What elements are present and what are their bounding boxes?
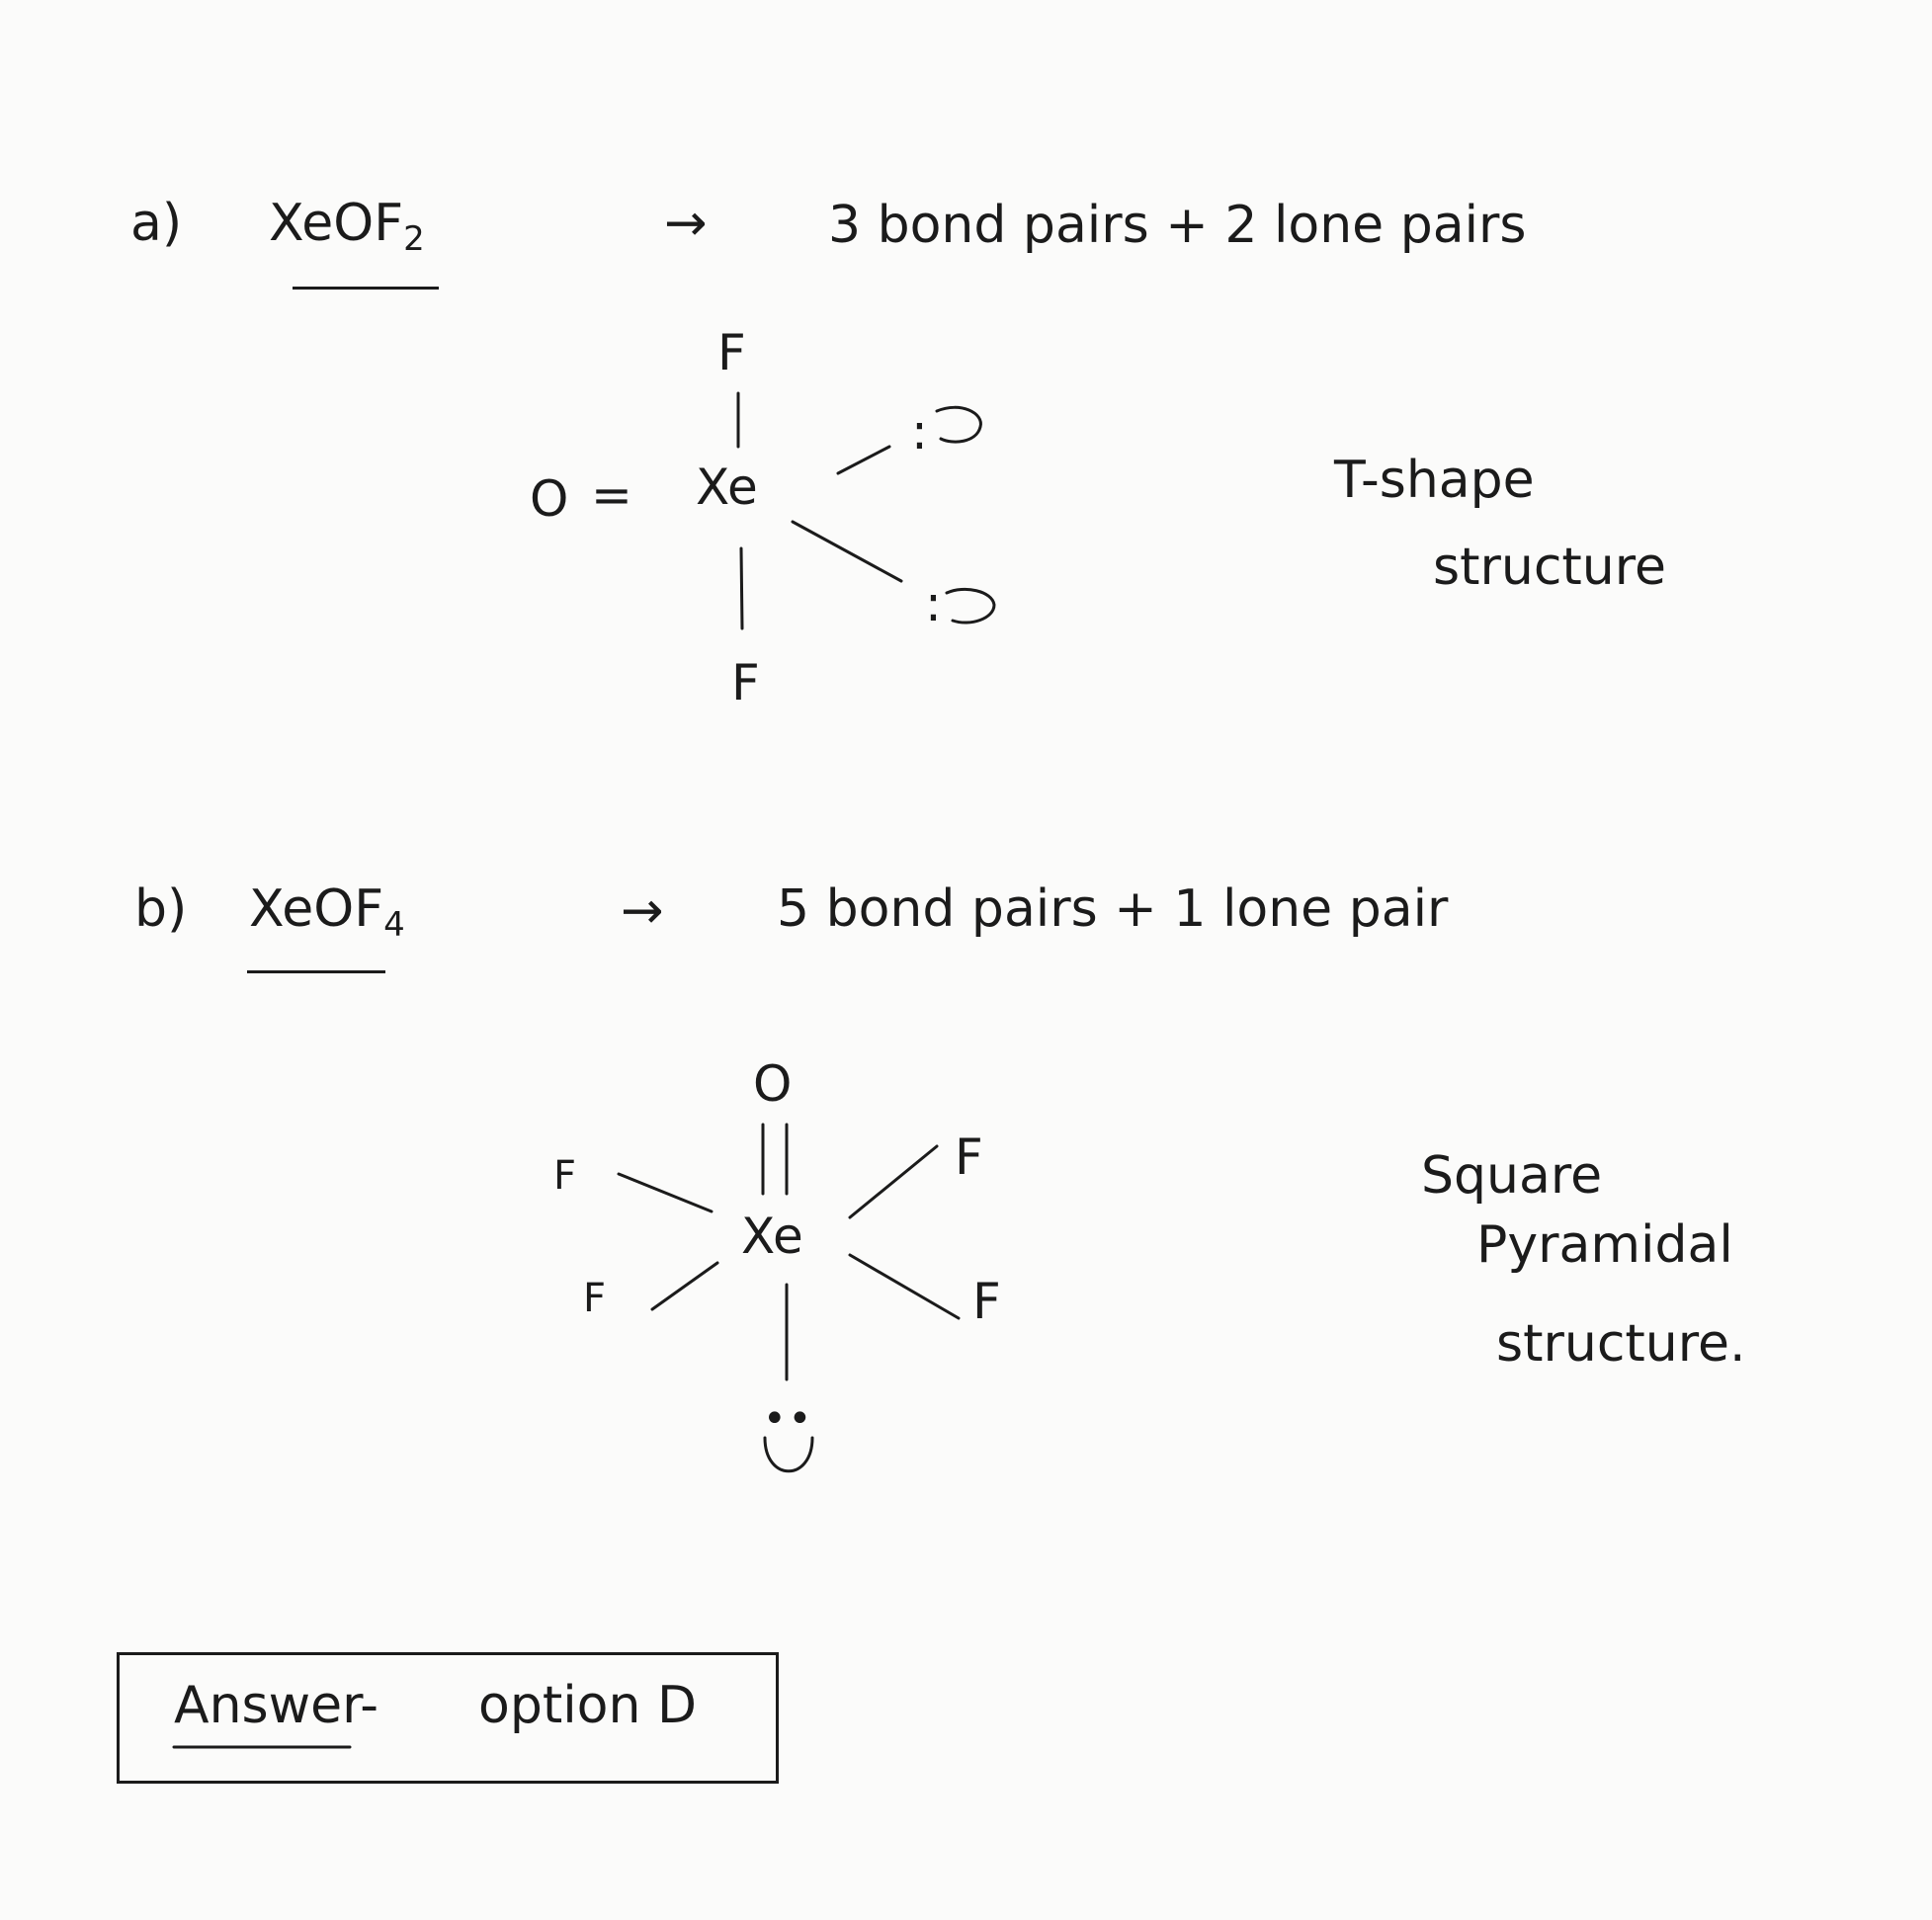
- lone-pair-arc-upper: [935, 405, 982, 444]
- part-a-atom-f-bottom: F: [731, 654, 760, 711]
- part-a-formula-underline: [293, 287, 439, 290]
- part-b-atom-f-lower-left: F: [583, 1276, 607, 1321]
- part-b-lone-pair-dots: ••: [763, 1396, 814, 1442]
- part-b-atom-f-lower-right: F: [972, 1273, 1001, 1330]
- part-a-shape-line2: structure: [1433, 538, 1666, 597]
- lone-pair-cup: [763, 1436, 814, 1473]
- bond-xe-f-lower-right: [848, 1253, 961, 1320]
- answer-label: Answer-: [174, 1676, 378, 1735]
- part-b-arrow: →: [621, 881, 664, 941]
- part-a-atom-f-top: F: [717, 324, 746, 381]
- part-b-shape-line3: structure.: [1496, 1314, 1746, 1374]
- bond-xe-f-bottom: [739, 546, 744, 630]
- part-a-lone-pair-dots-upper: :: [911, 403, 928, 460]
- part-a-double-bond: =: [591, 466, 632, 524]
- part-b-formula-subscript: 4: [383, 905, 405, 945]
- answer-value: option D: [478, 1676, 697, 1735]
- bond-xe-f-upper-right: [848, 1144, 939, 1219]
- part-a-shape-line1: T-shape: [1334, 451, 1535, 510]
- part-b-formula: XeOF4: [249, 883, 405, 942]
- part-a-description: 3 bond pairs + 2 lone pairs: [828, 196, 1527, 255]
- bond-lone-upper: [836, 445, 891, 475]
- part-a-atom-xe: Xe: [696, 459, 758, 516]
- answer-box: [117, 1652, 779, 1784]
- part-b-formula-underline: [247, 970, 385, 973]
- part-a-arrow: →: [664, 194, 708, 253]
- part-a-atom-o: O: [530, 470, 569, 528]
- part-b-atom-f-upper-left: F: [553, 1153, 577, 1199]
- bond-xe-f-lower-left: [650, 1261, 719, 1311]
- part-b-atom-xe: Xe: [741, 1208, 803, 1265]
- lone-pair-arc-lower: [945, 588, 996, 625]
- bond-xe-f-upper-left: [617, 1172, 714, 1213]
- part-b-label: b): [134, 879, 188, 939]
- part-b-formula-text: XeOF: [249, 879, 384, 939]
- part-a-formula-subscript: 2: [403, 219, 425, 259]
- part-b-atom-o-top: O: [753, 1055, 793, 1113]
- part-b-shape-line1: Square: [1421, 1146, 1603, 1206]
- part-a-formula: XeOF2: [269, 198, 425, 256]
- part-a-label: a): [130, 194, 183, 253]
- part-b-description: 5 bond pairs + 1 lone pair: [777, 879, 1449, 939]
- part-b-atom-f-upper-right: F: [955, 1128, 983, 1186]
- part-a-formula-text: XeOF: [269, 194, 404, 253]
- bond-lone-lower: [791, 520, 903, 583]
- part-a-lone-pair-dots-lower: :: [925, 575, 942, 632]
- part-b-shape-line2: Pyramidal: [1476, 1215, 1733, 1275]
